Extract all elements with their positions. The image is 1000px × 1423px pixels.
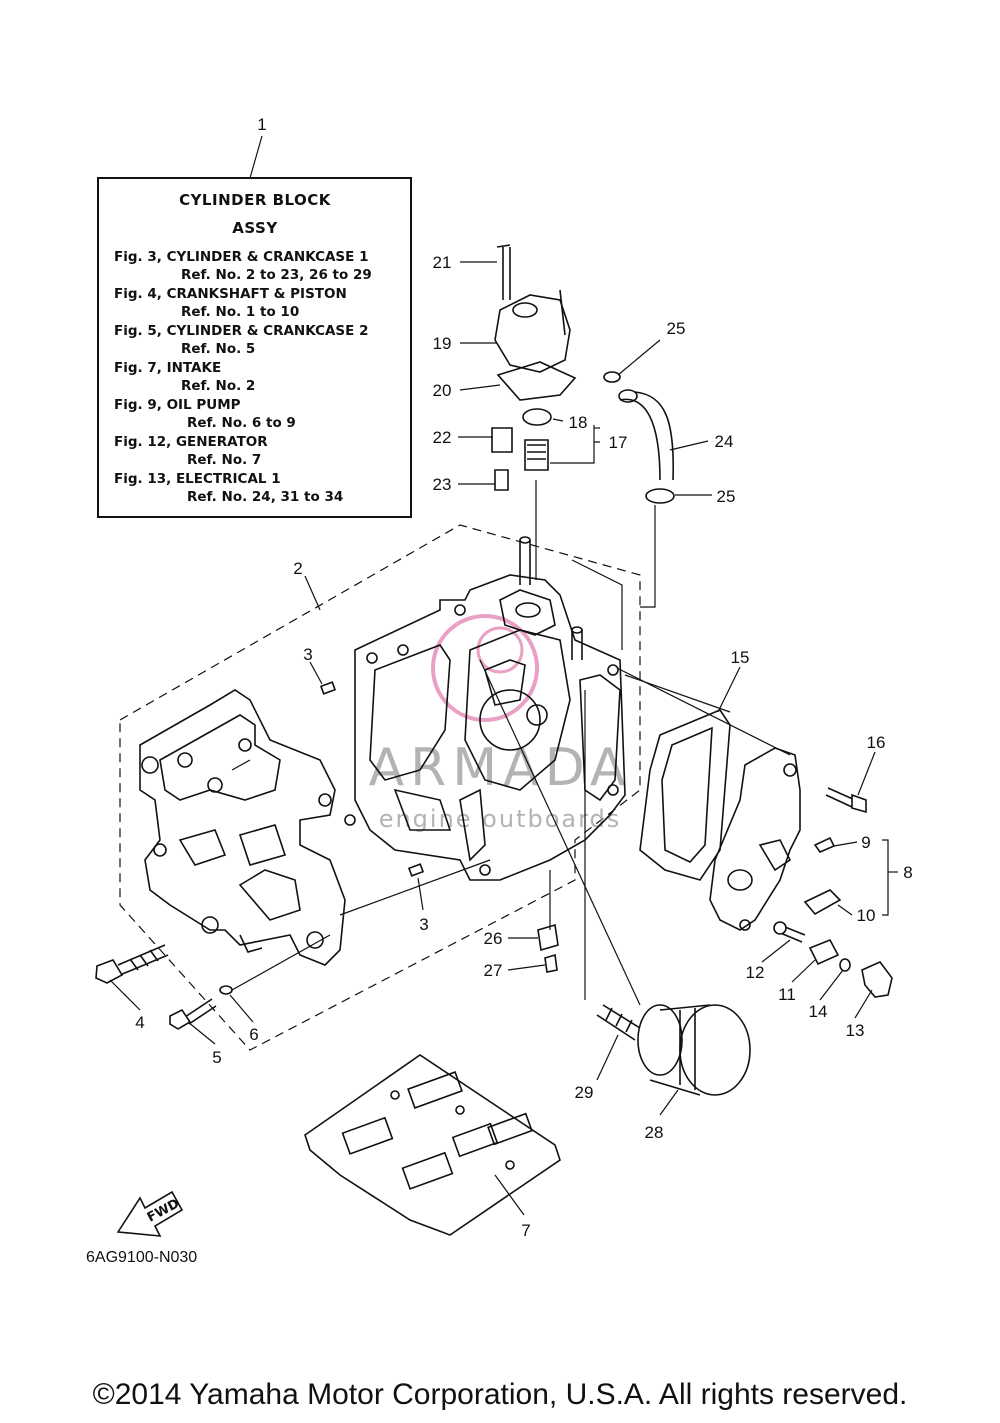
box-line: Fig. 12, GENERATOR: [114, 434, 268, 450]
box-line: Ref. No. 6 to 9: [187, 415, 296, 431]
gasket-15: [639, 709, 731, 881]
gasket-20: [496, 361, 577, 401]
diagram-code: 6AG9100-N030: [86, 1249, 197, 1266]
callout-17: 17: [609, 433, 628, 452]
callout-5: 5: [212, 1048, 221, 1067]
spacer-11: [808, 938, 840, 966]
watermark-tagline: engine outboards: [379, 805, 622, 833]
crankcase-half: [139, 689, 346, 966]
gasket-7: [304, 1054, 561, 1236]
callout-25: 25: [717, 487, 736, 506]
callout-16: 16: [867, 733, 886, 752]
callout-2: 2: [293, 559, 302, 578]
box-title-line1: CYLINDER BLOCK: [179, 191, 332, 209]
box-line: Ref. No. 1 to 10: [181, 304, 299, 320]
collar-22: [491, 427, 513, 453]
box-line: Fig. 3, CYLINDER & CRANKCASE 1: [114, 249, 368, 265]
callout-26: 26: [484, 929, 503, 948]
drain-plug-13: [861, 961, 893, 998]
box-line: Fig. 7, INTAKE: [114, 360, 221, 376]
thermostat-17: [524, 439, 549, 471]
seal-18: [522, 408, 552, 426]
callout-3: 3: [419, 915, 428, 934]
box-line: Fig. 9, OIL PUMP: [114, 397, 241, 413]
callout-27: 27: [484, 961, 503, 980]
washer-6: [219, 985, 233, 995]
fitting-10: [803, 889, 842, 916]
leader-lines: [109, 135, 898, 1216]
bolt-23: [494, 469, 509, 491]
callout-13: 13: [846, 1021, 865, 1040]
callout-8: 8: [903, 863, 912, 882]
callout-7: 7: [521, 1221, 530, 1240]
box-line: Ref. No. 24, 31 to 34: [187, 489, 343, 505]
union-29: [596, 1004, 641, 1041]
box-line: Ref. No. 5: [181, 341, 255, 357]
clamp-25-lower: [645, 488, 675, 504]
oil-filter-28: [637, 1004, 751, 1096]
bolt-5: [169, 998, 217, 1030]
callout-20: 20: [433, 381, 452, 400]
callout-numbers: 1 2 3 3 4 5 6 7 8 9 10 11 12 13 14 15 16…: [135, 115, 912, 1240]
bolt-21: [496, 244, 511, 300]
clamp-25-upper: [603, 371, 621, 383]
box-line: Ref. No. 2 to 23, 26 to 29: [181, 267, 372, 283]
callout-19: 19: [433, 334, 452, 353]
callout-29: 29: [575, 1083, 594, 1102]
callout-10: 10: [857, 906, 876, 925]
box-line: Ref. No. 7: [187, 452, 261, 468]
callout-21: 21: [433, 253, 452, 272]
callout-18: 18: [569, 413, 588, 432]
callout-12: 12: [746, 963, 765, 982]
bolt-4: [95, 944, 169, 984]
callout-23: 23: [433, 475, 452, 494]
box-line: Fig. 5, CYLINDER & CRANKCASE 2: [114, 323, 368, 339]
callout-25: 25: [667, 319, 686, 338]
callout-11: 11: [778, 985, 796, 1004]
callout-6: 6: [249, 1025, 258, 1044]
callout-1: 1: [257, 115, 266, 134]
box-title-line2: ASSY: [232, 219, 278, 237]
box-line: Ref. No. 2: [181, 378, 255, 394]
watermark-brand: ARMADA: [369, 738, 632, 798]
o-ring-14: [839, 958, 851, 972]
box-line: Fig. 4, CRANKSHAFT & PISTON: [114, 286, 347, 302]
callout-22: 22: [433, 428, 452, 447]
oil-pump-cover-8: [709, 747, 801, 931]
bolt-16: [825, 787, 867, 814]
box-line: Fig. 13, ELECTRICAL 1: [114, 471, 281, 487]
fwd-arrow-icon: FWD: [116, 1190, 184, 1237]
hose-24: [618, 389, 675, 481]
bolt-12: [773, 921, 806, 943]
callout-14: 14: [809, 1002, 828, 1021]
damper-26: [537, 923, 559, 952]
callout-3: 3: [303, 645, 312, 664]
dowel-pin-upper: [319, 681, 337, 695]
callout-24: 24: [715, 432, 734, 451]
bolt-9: [813, 836, 836, 853]
dowel-pin-lower: [407, 863, 425, 877]
copyright-notice: ©2014 Yamaha Motor Corporation, U.S.A. A…: [92, 1378, 908, 1411]
callout-15: 15: [731, 648, 750, 667]
callout-9: 9: [861, 833, 870, 852]
callout-4: 4: [135, 1013, 144, 1032]
callout-28: 28: [645, 1123, 664, 1142]
cylinder-block: [344, 536, 626, 881]
screw-27: [544, 953, 558, 973]
thermostat-cover-19: [494, 289, 571, 373]
assembly-info-box: CYLINDER BLOCK ASSY Fig. 3, CYLINDER & C…: [97, 177, 412, 518]
